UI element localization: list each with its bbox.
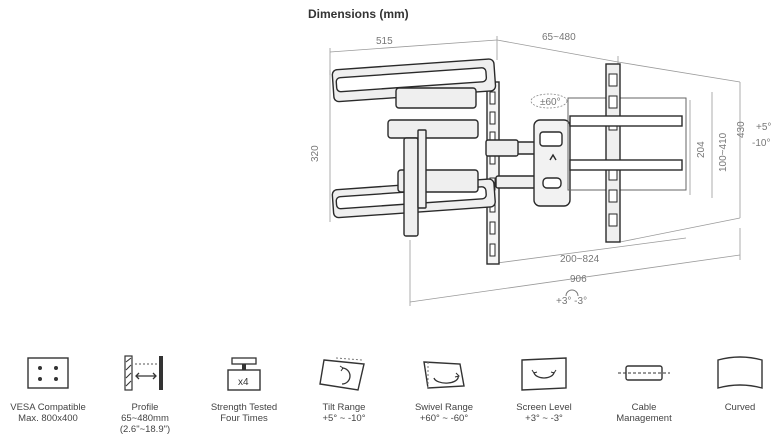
dim-tilt-up: +5° [756, 122, 771, 133]
level-icon [521, 357, 567, 391]
dim-tilt-down: -10° [752, 138, 770, 149]
feature-profile-line3: (2.6"~18.9") [119, 424, 171, 435]
dim-height-left: 320 [310, 145, 321, 162]
feature-swivel: Swivel Range+60° ~ -60° [394, 352, 494, 424]
dim-total-width: 906 [570, 274, 587, 285]
feature-profile-line1: Profile [131, 402, 159, 413]
tilt-icon [319, 357, 365, 391]
dim-arm-width: 515 [376, 36, 393, 47]
feature-profile-line2: 65~480mm [121, 413, 169, 424]
feature-tilt: Tilt Range+5° ~ -10° [294, 352, 394, 424]
feature-level: Screen Level+3° ~ -3° [494, 352, 594, 424]
feature-cable-line1: Cable [631, 402, 657, 413]
dim-profile: 65~480 [542, 32, 576, 43]
feature-swivel-line1: Swivel Range [414, 402, 474, 413]
swivel-icon [423, 361, 465, 389]
feature-curved: Curved [690, 352, 784, 413]
feature-strength-line1: Strength Tested [210, 402, 278, 413]
weight-icon: x4 [227, 357, 261, 391]
feature-vesa-line1: VESA Compatible [10, 402, 86, 413]
dim-vesa-horizontal: 200~824 [560, 254, 600, 265]
feature-level-line1: Screen Level [516, 402, 572, 413]
feature-tilt-line1: Tilt Range [322, 402, 366, 413]
dimensions-title: Dimensions (mm) [308, 7, 409, 21]
vesa-icon [27, 357, 69, 389]
mount-dimension-diagram: 515 65~480 320 ±60° 100~410 204 430 +5° … [310, 32, 771, 307]
feature-level-line2: +3° ~ -3° [525, 413, 563, 424]
profile-icon [124, 355, 163, 391]
weight-badge: x4 [238, 377, 249, 388]
feature-swivel-line2: +60° ~ -60° [419, 413, 469, 424]
dim-plate-height: 204 [696, 141, 707, 158]
dim-total-height: 430 [736, 121, 747, 138]
cable-icon [618, 365, 670, 381]
feature-cable-line2: Management [616, 413, 672, 424]
feature-tilt-line2: +5° ~ -10° [322, 413, 366, 424]
dim-vesa-vertical: 100~410 [718, 132, 729, 172]
dim-swivel: ±60° [540, 97, 561, 108]
feature-strength-line2: Four Times [220, 413, 268, 424]
feature-curved-line1: Curved [724, 402, 756, 413]
curved-icon [717, 356, 763, 389]
feature-vesa-line2: Max. 800x400 [18, 413, 78, 424]
dim-level: +3° -3° [556, 296, 587, 307]
